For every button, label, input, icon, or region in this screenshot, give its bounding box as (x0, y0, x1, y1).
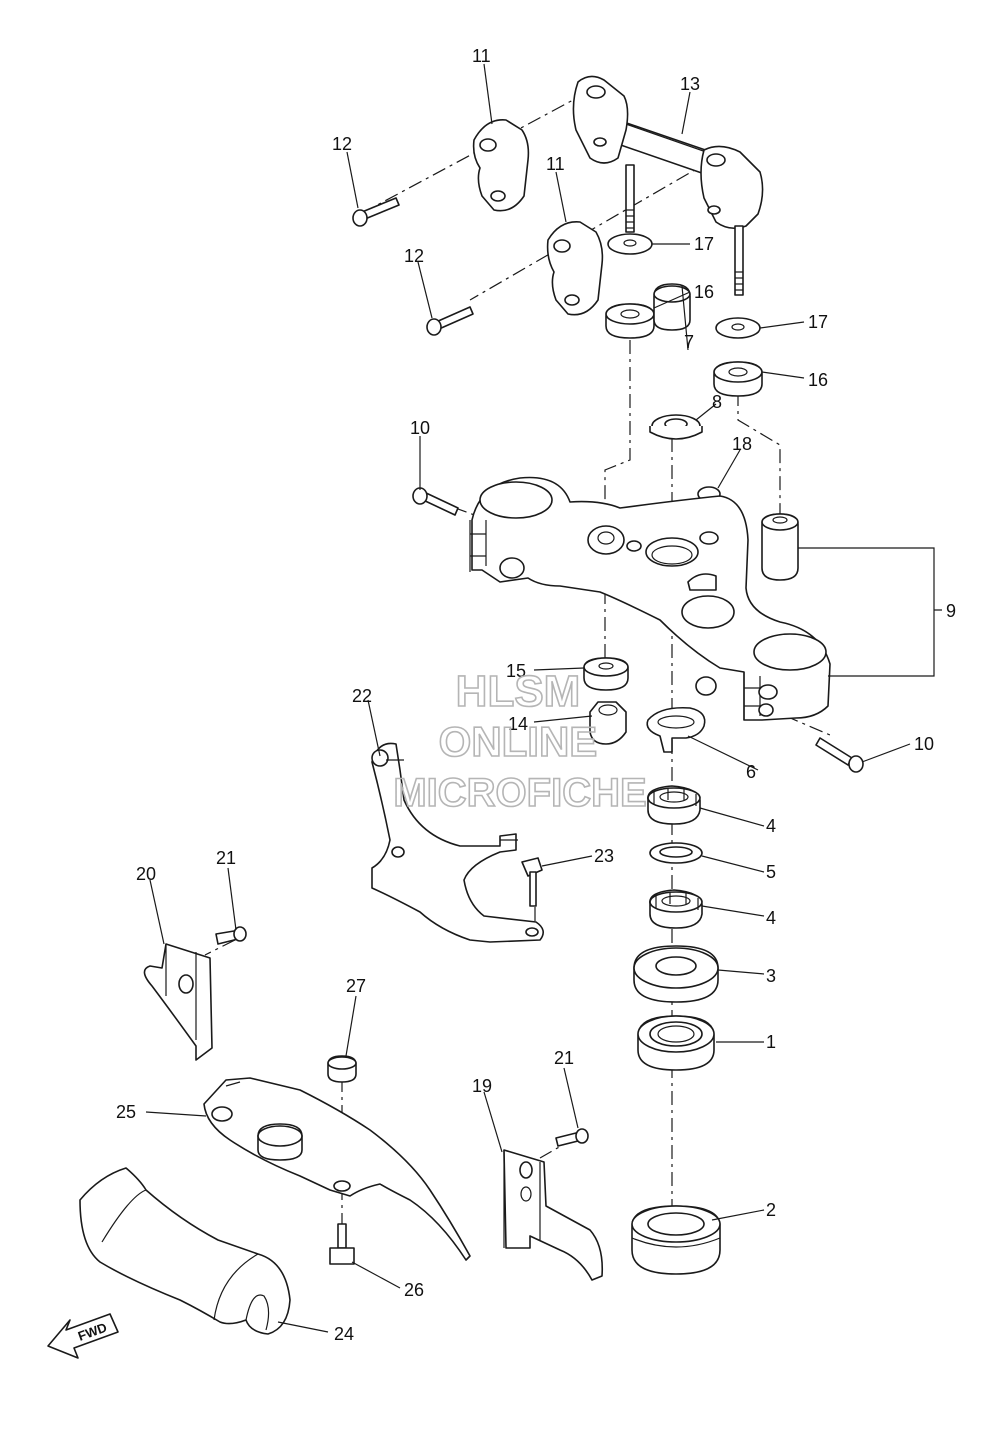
callout-17-right: 17 (808, 312, 828, 332)
callout-16-left: 16 (694, 282, 714, 302)
callout-21-left: 21 (216, 848, 236, 868)
stem-nut-washers (583, 657, 706, 753)
watermark: HLSM ONLINE MICROFICHE (393, 666, 648, 816)
callout-11-upper: 11 (472, 46, 491, 66)
callout-17-left: 17 (694, 234, 714, 254)
callout-10-lower: 10 (914, 734, 934, 754)
bracket-20-and-bolt-21 (143, 926, 589, 1147)
cover-25-grommet-27-screw-26 (203, 1055, 471, 1265)
callout-12-lower: 12 (404, 246, 424, 266)
callout-21-right: 21 (554, 1048, 574, 1068)
callout-14: 14 (508, 714, 528, 734)
callout-19: 19 (472, 1076, 492, 1096)
bracket-22-and-bolt-23 (371, 742, 544, 943)
callout-15: 15 (506, 661, 526, 681)
callout-27: 27 (346, 976, 366, 996)
callout-7: 7 (684, 332, 694, 352)
bracket-19 (503, 1149, 604, 1281)
callout-4-upper: 4 (766, 816, 776, 836)
callout-18: 18 (732, 434, 752, 454)
callout-10-upper: 10 (410, 418, 430, 438)
callout-1: 1 (766, 1032, 776, 1052)
callout-24: 24 (334, 1324, 354, 1344)
upper-bracket (469, 476, 831, 721)
forward-direction-arrow: FWD (47, 1313, 119, 1359)
callout-9: 9 (946, 601, 956, 621)
callout-6: 6 (746, 762, 756, 782)
callout-5: 5 (766, 862, 776, 882)
callout-labels: 11 13 12 11 17 12 16 17 7 16 8 10 18 9 1… (116, 46, 956, 1344)
callout-25: 25 (116, 1102, 136, 1122)
callout-23: 23 (594, 846, 614, 866)
callout-13: 13 (680, 74, 700, 94)
ring-nuts-washer (647, 785, 703, 929)
steering-bearings (631, 945, 721, 1275)
callout-8: 8 (712, 392, 722, 412)
callout-2: 2 (766, 1200, 776, 1220)
watermark-line-2: ONLINE (439, 718, 598, 765)
callout-12-upper: 12 (332, 134, 352, 154)
callout-16-right: 16 (808, 370, 828, 390)
pinch-bolts (412, 487, 864, 773)
handlebar-holder-upper-assembly (472, 75, 764, 316)
callout-22: 22 (352, 686, 372, 706)
callout-4-lower: 4 (766, 908, 776, 928)
callout-26: 26 (404, 1280, 424, 1300)
handlebar-holder-bolts (352, 197, 474, 336)
callout-3: 3 (766, 966, 776, 986)
watermark-line-1: HLSM (456, 667, 581, 716)
callout-leaders (145, 63, 911, 1333)
callout-11-lower: 11 (546, 154, 565, 174)
callout-20: 20 (136, 864, 156, 884)
cable-sleeve-24 (79, 1167, 291, 1335)
watermark-line-3: MICROFICHE (393, 771, 646, 815)
